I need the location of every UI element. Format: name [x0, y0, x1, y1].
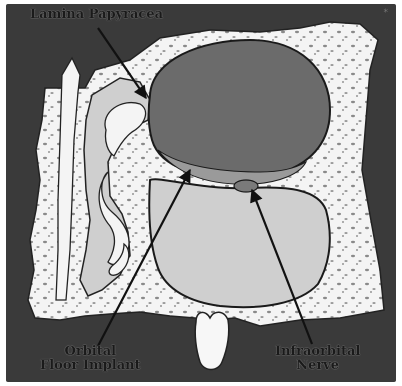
- label-orbital-line1: Orbital: [40, 345, 141, 359]
- label-lamina-papyracea: Lamina Papyracea: [30, 8, 163, 22]
- label-infra-line1: Infraorbital: [275, 345, 360, 359]
- label-orbital-floor-implant: Orbital Floor Implant: [40, 345, 141, 373]
- label-infra-line2: Nerve: [275, 359, 360, 373]
- label-orbital-line2: Floor Implant: [40, 359, 141, 373]
- orbit: [149, 40, 330, 178]
- label-infraorbital-nerve: Infraorbital Nerve: [275, 345, 360, 373]
- label-lamina-text: Lamina Papyracea: [30, 8, 163, 22]
- corner-mark: *: [384, 8, 389, 18]
- infraorbital-nerve-blob: [234, 180, 258, 192]
